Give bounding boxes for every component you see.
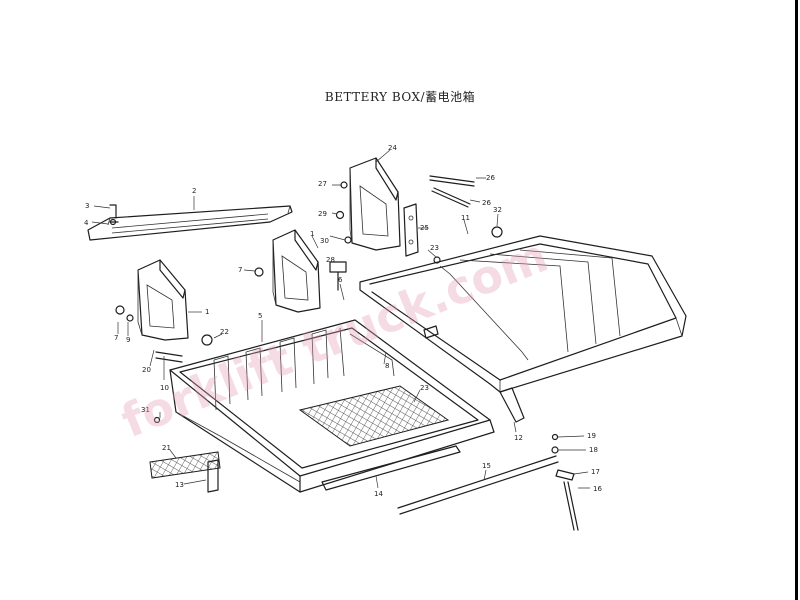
label-32: 32	[493, 206, 502, 214]
label-5: 5	[258, 312, 262, 320]
label-6: 6	[338, 276, 343, 284]
label-23: 23	[430, 244, 439, 252]
part-side-mat	[149, 451, 221, 479]
label-31: 31	[141, 406, 150, 414]
label-1: 1	[205, 308, 209, 316]
part-small-bolt	[109, 204, 119, 226]
label-16: 16	[593, 485, 602, 493]
label-26: 26	[482, 199, 491, 207]
label-1-b: 1	[310, 230, 314, 238]
label-21: 21	[162, 444, 171, 452]
label-2: 2	[192, 187, 196, 195]
part-battery-cover	[359, 235, 687, 393]
label-22: 22	[220, 328, 229, 336]
part-middle-bracket	[272, 229, 321, 313]
label-19: 19	[587, 432, 596, 440]
label-7-b: 7	[114, 334, 118, 342]
label-18: 18	[589, 446, 598, 454]
label-17: 17	[591, 468, 600, 476]
label-12: 12	[514, 434, 523, 442]
part-mesh-floor	[298, 385, 450, 447]
part-number-labels: 2 3 4 1 1 7 7 9 20 10 22 5 27 29 30 28 6…	[84, 144, 602, 498]
part-top-clamp-bar	[87, 205, 293, 241]
label-26a: 26	[486, 174, 495, 182]
label-14: 14	[374, 490, 383, 498]
label-11: 11	[461, 214, 470, 222]
label-4: 4	[84, 219, 89, 227]
label-10: 10	[160, 384, 169, 392]
part-battery-tray	[169, 319, 495, 493]
label-15: 15	[482, 462, 491, 470]
label-8: 8	[385, 362, 389, 370]
label-24: 24	[388, 144, 397, 152]
label-9: 9	[126, 336, 130, 344]
leader-lines	[91, 149, 590, 489]
label-7: 7	[238, 266, 242, 274]
label-29: 29	[318, 210, 327, 218]
label-25: 25	[420, 224, 429, 232]
label-27: 27	[318, 180, 327, 188]
label-3: 3	[85, 202, 89, 210]
scan-edge	[795, 0, 798, 600]
label-30: 30	[320, 237, 329, 245]
part-rubber-stop	[207, 459, 219, 493]
label-13: 13	[175, 481, 184, 489]
label-20: 20	[142, 366, 151, 374]
part-upper-bracket	[349, 157, 401, 251]
part-bottom-strip	[321, 445, 461, 491]
part-small-plate	[403, 203, 419, 257]
part-long-rod	[397, 455, 559, 515]
label-23-b: 23	[420, 384, 429, 392]
part-fasteners	[115, 181, 559, 454]
part-side-strip	[499, 387, 525, 423]
label-28: 28	[326, 256, 335, 264]
part-bolt-assembly	[555, 469, 579, 531]
part-long-bolt	[429, 175, 475, 208]
diagram-title: BETTERY BOX/蓄电池箱	[324, 90, 476, 104]
part-left-bracket	[137, 259, 189, 341]
